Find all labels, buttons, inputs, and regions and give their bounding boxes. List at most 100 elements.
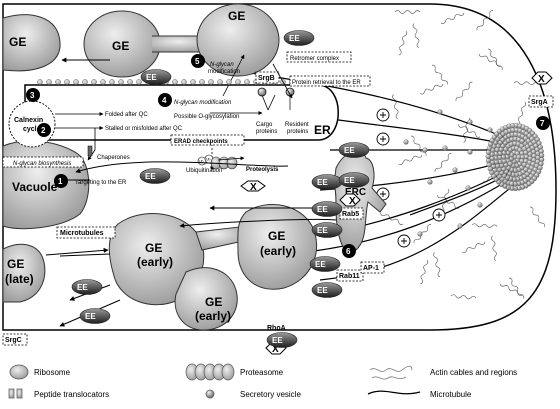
secretory-vesicle bbox=[467, 119, 473, 125]
ee-label: EE bbox=[317, 226, 328, 235]
actin-cable bbox=[412, 23, 420, 49]
early-endosome: EE bbox=[71, 279, 103, 295]
early-endosome: EE bbox=[79, 308, 111, 324]
rab11-label: Rab11 bbox=[339, 273, 360, 280]
cargo-protein-icons bbox=[257, 87, 295, 110]
ge-early-a-label-1: GE bbox=[145, 241, 162, 255]
ub-text-b: Ub bbox=[206, 158, 211, 162]
ge-early-b-label-2: (early) bbox=[195, 309, 231, 323]
legend-microtubule: Microtubule bbox=[430, 390, 472, 399]
resident-label-1: Resident bbox=[285, 122, 309, 128]
actin-cable bbox=[517, 101, 527, 127]
ribosome bbox=[64, 79, 70, 85]
ap1-box bbox=[360, 261, 385, 274]
srgb-box bbox=[255, 71, 280, 84]
legend-ribosome-icon bbox=[9, 364, 29, 380]
folded-label: Folded after QC bbox=[105, 112, 148, 118]
x-text: X bbox=[272, 344, 279, 355]
srgc-box bbox=[2, 333, 28, 346]
ge-late-label-2: (late) bbox=[5, 272, 34, 286]
step-badge-1 bbox=[54, 174, 68, 188]
ge-top-left-label: GE bbox=[9, 35, 26, 49]
legend: Ribosome Peptide translocators Proteasom… bbox=[8, 363, 517, 399]
legend-vesicle: Secretory vesicle bbox=[240, 390, 301, 399]
x-markers: X X X X bbox=[240, 71, 553, 355]
ribosome bbox=[73, 79, 79, 85]
early-endosome: EE bbox=[283, 30, 315, 46]
secretory-vesicle bbox=[477, 202, 483, 208]
proteolysis-label: Proteolysis bbox=[246, 167, 279, 173]
ribosome bbox=[91, 79, 97, 85]
early-endosome: EE bbox=[311, 222, 343, 238]
actin-cable bbox=[380, 212, 404, 225]
ribosome bbox=[127, 79, 133, 85]
ribosome bbox=[217, 79, 223, 85]
chaperones-label: Chaperones bbox=[97, 155, 130, 161]
legend-vesicle-icon bbox=[205, 389, 215, 399]
ribosome bbox=[109, 79, 115, 85]
rab5-box bbox=[339, 207, 364, 220]
step-badge-5 bbox=[191, 54, 205, 68]
ge-late bbox=[2, 243, 46, 303]
ee-label: EE bbox=[315, 260, 326, 269]
legend-ribosome: Ribosome bbox=[34, 368, 71, 377]
microtubules-label: Microtubules bbox=[60, 230, 104, 237]
legend-translocator-icon bbox=[8, 388, 23, 399]
calnexin-cycle bbox=[8, 100, 56, 148]
cargo-label-2: proteins bbox=[256, 129, 277, 135]
step-5: 5 bbox=[195, 57, 200, 66]
ribosome bbox=[190, 79, 196, 85]
actin-cable bbox=[433, 252, 441, 278]
actin-cable bbox=[476, 10, 494, 31]
protein-retrieval-label: Protein retrieval to the ER bbox=[292, 80, 361, 86]
ee-label: EE bbox=[344, 176, 355, 185]
ribosome bbox=[199, 79, 205, 85]
retromer-box bbox=[286, 51, 352, 63]
translocator-icon bbox=[87, 145, 93, 157]
x-marker: X bbox=[240, 180, 266, 193]
step-badge-4 bbox=[158, 93, 172, 107]
secretory-vesicle bbox=[403, 139, 409, 145]
n-glycan-mod-5b-label: modification bbox=[208, 69, 240, 75]
secretory-vesicle bbox=[509, 181, 515, 187]
srga-label: SrgA bbox=[531, 99, 548, 106]
targeting-label: Targeting to the ER bbox=[75, 180, 127, 186]
step-1: 1 bbox=[58, 177, 63, 186]
ribosome bbox=[55, 79, 61, 85]
step-7: 7 bbox=[540, 119, 545, 128]
step-6: 6 bbox=[346, 247, 351, 256]
secretory-vesicle bbox=[457, 223, 463, 229]
ee-label: EE bbox=[289, 34, 300, 43]
calnexin-label-2: cycle bbox=[23, 126, 41, 133]
actin-cable bbox=[513, 81, 540, 86]
legend-microtubule-icon bbox=[367, 390, 421, 395]
actin-cable bbox=[458, 124, 481, 138]
erad-box bbox=[170, 134, 245, 146]
cargo-label-1: Cargo bbox=[256, 122, 273, 128]
secretory-vesicle bbox=[465, 185, 471, 191]
actin-cable bbox=[431, 64, 448, 85]
x-text: X bbox=[250, 182, 257, 193]
actin-cable bbox=[508, 277, 525, 299]
srgb-label: SrgB bbox=[258, 75, 275, 82]
retrieval-arrow bbox=[272, 63, 293, 99]
ge-early-a-label-2: (early) bbox=[137, 255, 173, 269]
rab5-label: Rab5 bbox=[342, 211, 359, 218]
ge-early-cluster bbox=[108, 204, 318, 331]
legend-translocators: Peptide translocators bbox=[34, 390, 109, 399]
secretory-vesicle bbox=[427, 179, 433, 185]
legend-actin-icon bbox=[369, 365, 413, 380]
n-glycan-mod-4-label: N-glycan modification bbox=[174, 100, 232, 106]
secretory-vesicle bbox=[467, 149, 473, 155]
step-badge-7 bbox=[536, 116, 550, 130]
plus-marker bbox=[432, 208, 446, 222]
ee-label: EE bbox=[77, 283, 88, 292]
rhoa-label: RhoA bbox=[267, 325, 286, 332]
actin-cable bbox=[434, 153, 452, 173]
ribosome bbox=[226, 79, 232, 85]
ge-early-c-label-1: GE bbox=[268, 229, 285, 243]
ribosome bbox=[118, 79, 124, 85]
srga-box bbox=[528, 95, 554, 108]
